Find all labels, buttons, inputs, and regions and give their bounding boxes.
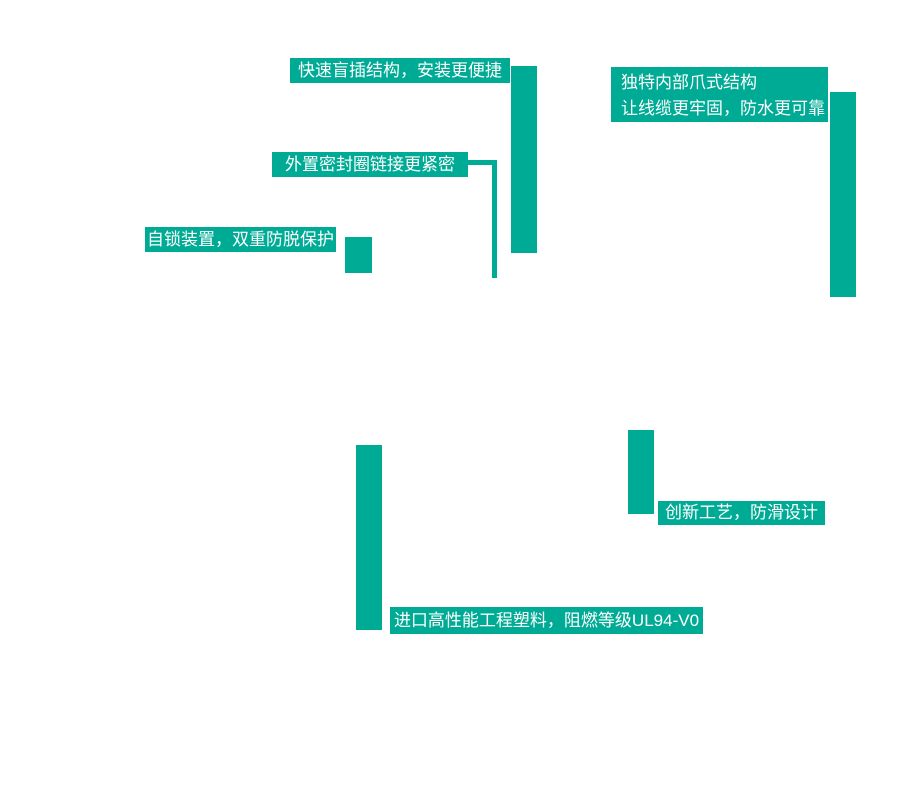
connector-elbow-horizontal xyxy=(468,160,497,165)
pointer-bar-blind-insert xyxy=(511,66,537,253)
connector-elbow-vertical xyxy=(492,160,497,278)
callout-self-lock-label: 自锁装置，双重防脱保护 xyxy=(145,227,336,252)
pointer-bar-claw-structure xyxy=(830,92,856,297)
pointer-bar-material xyxy=(356,445,382,630)
callout-seal-ring-label: 外置密封圈链接更紧密 xyxy=(272,152,468,177)
callout-anti-slip-label: 创新工艺，防滑设计 xyxy=(658,501,825,525)
callout-claw-structure-line2: 让线缆更牢固，防水更可靠 xyxy=(621,99,825,118)
callout-claw-structure-label: 独特内部爪式结构 让线缆更牢固，防水更可靠 xyxy=(611,67,828,122)
pointer-bar-anti-slip xyxy=(628,430,654,514)
callout-blind-insert-label: 快速盲插结构，安装更便捷 xyxy=(290,58,510,83)
callout-material-label: 进口高性能工程塑料，阻燃等级UL94-V0 xyxy=(390,607,703,634)
callout-claw-structure-line1: 独特内部爪式结构 xyxy=(621,73,757,92)
pointer-bar-self-lock xyxy=(345,237,372,273)
